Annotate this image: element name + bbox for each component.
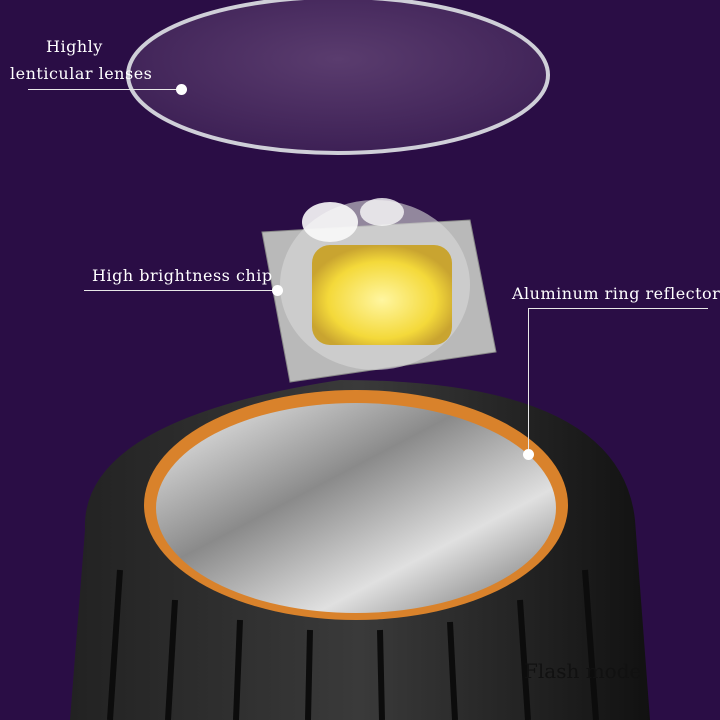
lens-leader-line: [28, 89, 178, 90]
lens-label-line1: Highly: [46, 37, 103, 56]
lens-label-line2: lenticular lenses: [10, 64, 153, 83]
chip-pointer-dot: [272, 285, 283, 296]
reflector-pointer-dot: [523, 449, 534, 460]
mode-caption: Flash mode: [524, 659, 642, 683]
reflector-leader-vertical: [528, 308, 529, 453]
flashlight-head: [70, 380, 650, 720]
chip-label: High brightness chip: [92, 266, 273, 285]
chip-leader-line: [84, 290, 274, 291]
reflector-leader-line: [528, 308, 708, 309]
lens-pointer-dot: [176, 84, 187, 95]
lens: [126, 0, 550, 155]
reflector-label: Aluminum ring reflector: [512, 284, 720, 303]
led-chip: [261, 198, 497, 383]
